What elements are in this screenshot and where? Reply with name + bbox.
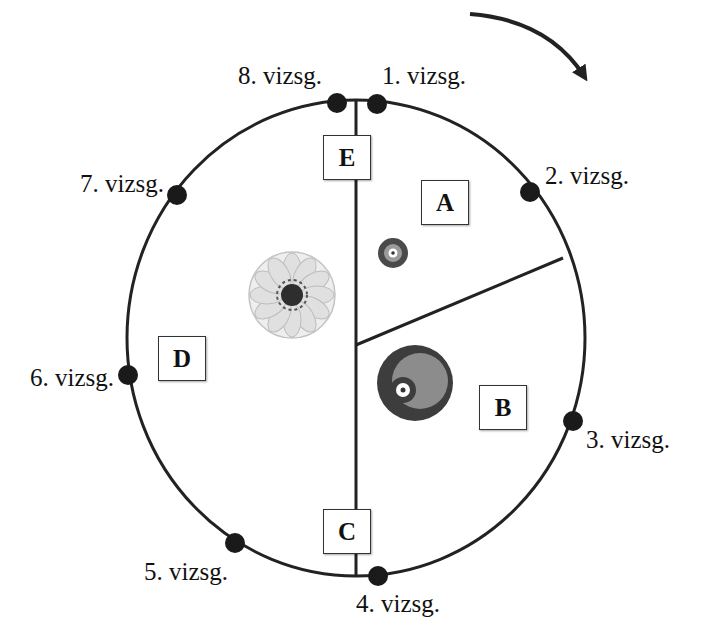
divider-line [356, 258, 563, 345]
stage-letter: E [339, 145, 356, 170]
direction-arrow [470, 14, 584, 76]
stage-letter: C [338, 519, 356, 544]
exam-label: 2. vizsg. [545, 162, 629, 190]
stage-letter: D [173, 346, 191, 371]
stage-box: C [323, 509, 371, 554]
exam-label: 7. vizsg. [80, 170, 164, 198]
small-follicle [378, 238, 408, 268]
cycle-circle [127, 100, 585, 576]
stage-box: A [421, 180, 469, 225]
exam-label: 5. vizsg. [144, 558, 228, 586]
exam-dots [118, 93, 583, 586]
exam-label: 4. vizsg. [356, 590, 440, 618]
exam-label: 3. vizsg. [586, 426, 670, 454]
exam-label: 6. vizsg. [30, 364, 114, 392]
stage-box: E [323, 135, 371, 180]
stage-box: B [479, 385, 527, 430]
large-follicle [377, 345, 453, 421]
exam-label: 8. vizsg. [238, 62, 322, 90]
stage-letter: A [436, 190, 454, 215]
corpus-luteum [249, 252, 335, 338]
exam-label: 1. vizsg. [382, 62, 466, 90]
stage-letter: B [495, 395, 512, 420]
stage-box: D [158, 336, 206, 381]
